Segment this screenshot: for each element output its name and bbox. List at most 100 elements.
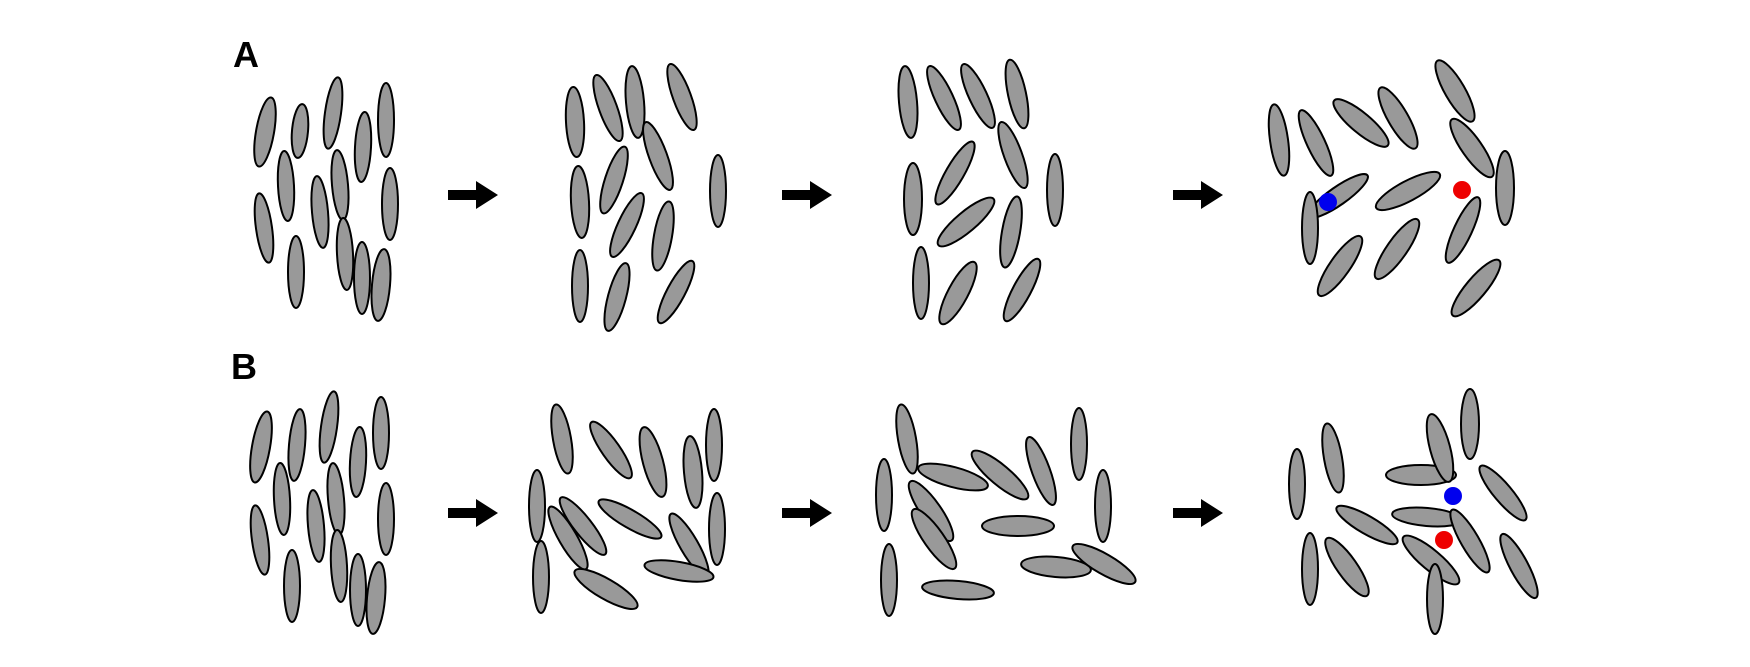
- cell-ellipse: [532, 540, 550, 614]
- cell-ellipse: [897, 65, 919, 139]
- cell-ellipse: [926, 65, 962, 131]
- cell-ellipse: [253, 192, 275, 264]
- cell-ellipse: [936, 196, 996, 248]
- cell-ellipse: [1046, 153, 1064, 227]
- panel-a-stage-1: [253, 76, 399, 322]
- cell-ellipse: [589, 420, 633, 480]
- cell-ellipse: [550, 403, 574, 475]
- cell-ellipse: [1335, 504, 1399, 546]
- cell-ellipse: [326, 462, 346, 536]
- cell-ellipse: [1332, 98, 1390, 148]
- cell-ellipse: [666, 62, 698, 132]
- panel-b-stage-4: [1288, 388, 1539, 635]
- cell-ellipse: [642, 121, 674, 191]
- cell-ellipse: [290, 103, 310, 159]
- panel-b-stage-2: [528, 403, 726, 614]
- cell-ellipse: [651, 200, 675, 272]
- cell-ellipse: [1377, 86, 1419, 150]
- cell-ellipse: [1321, 422, 1345, 494]
- cell-ellipse: [999, 195, 1023, 269]
- cell-ellipse: [1324, 536, 1370, 598]
- cell-ellipse: [603, 262, 631, 332]
- cell-ellipse: [643, 559, 715, 583]
- cell-ellipse: [348, 426, 368, 498]
- cell-ellipse: [335, 217, 355, 291]
- cell-ellipse: [1499, 532, 1539, 600]
- cell-ellipse: [372, 396, 390, 470]
- cell-ellipse: [709, 154, 727, 228]
- cell-ellipse: [624, 65, 646, 139]
- cell-ellipse: [276, 150, 296, 222]
- right-arrow-icon: [782, 181, 832, 209]
- cell-ellipse: [1374, 170, 1442, 212]
- cell-ellipse: [528, 469, 546, 543]
- panel-a-stage-3: [897, 58, 1064, 326]
- panel-b-stage-3: [875, 403, 1137, 617]
- cell-ellipse: [272, 462, 292, 536]
- cell-ellipse: [318, 390, 340, 464]
- cell-ellipse: [708, 492, 726, 566]
- cell-ellipse: [599, 145, 629, 215]
- cell-ellipse: [1267, 103, 1291, 177]
- right-arrow-icon: [448, 499, 498, 527]
- cell-ellipse: [609, 192, 645, 258]
- cell-ellipse: [310, 175, 330, 249]
- panel-b: [249, 388, 1539, 635]
- cell-ellipse: [381, 167, 399, 241]
- cell-ellipse: [875, 458, 893, 532]
- cell-diagram: [249, 58, 1539, 635]
- cell-ellipse: [921, 579, 995, 601]
- cell-ellipse: [1070, 407, 1088, 481]
- cell-ellipse: [938, 260, 978, 326]
- cell-ellipse: [682, 435, 704, 509]
- cell-ellipse: [656, 259, 696, 325]
- cell-ellipse: [287, 235, 305, 309]
- cell-ellipse: [895, 403, 919, 475]
- cell-ellipse: [960, 63, 996, 129]
- right-arrow-icon: [1173, 181, 1223, 209]
- cell-ellipse: [353, 111, 373, 183]
- panel-b-stage-1: [249, 390, 395, 635]
- cell-ellipse: [934, 140, 976, 206]
- right-arrow-icon: [782, 499, 832, 527]
- cell-ellipse: [564, 86, 586, 158]
- cell-ellipse: [1444, 196, 1482, 264]
- cell-ellipse: [349, 553, 367, 627]
- cell-ellipse: [1316, 234, 1364, 298]
- right-arrow-icon: [1173, 499, 1223, 527]
- cell-ellipse: [597, 498, 663, 540]
- red-marker-dot: [1435, 531, 1453, 549]
- panel-label-b: B: [231, 346, 257, 387]
- cell-ellipse: [970, 449, 1030, 501]
- cell-ellipse: [1495, 150, 1515, 226]
- cell-ellipse: [910, 507, 958, 571]
- cell-ellipse: [1449, 117, 1495, 179]
- blue-marker-dot: [1319, 193, 1337, 211]
- cell-ellipse: [1020, 555, 1092, 579]
- cell-ellipse: [1449, 508, 1491, 574]
- cell-ellipse: [981, 515, 1055, 537]
- cell-ellipse: [253, 96, 277, 168]
- cell-ellipse: [592, 73, 624, 143]
- cell-ellipse: [249, 410, 273, 484]
- cell-ellipse: [377, 482, 395, 556]
- cell-ellipse: [1401, 534, 1461, 586]
- cell-ellipse: [1004, 58, 1030, 130]
- cell-ellipse: [1450, 258, 1502, 318]
- blue-marker-dot: [1444, 487, 1462, 505]
- cell-ellipse: [1288, 448, 1306, 520]
- cell-ellipse: [1297, 109, 1335, 177]
- cell-ellipse: [330, 149, 350, 221]
- cell-ellipse: [1426, 563, 1444, 635]
- cell-ellipse: [903, 162, 923, 236]
- cell-ellipse: [1373, 217, 1421, 281]
- panel-a-stage-4: [1267, 59, 1515, 318]
- cell-ellipse: [322, 76, 344, 150]
- cell-ellipse: [705, 408, 723, 482]
- cell-ellipse: [1301, 191, 1319, 265]
- cell-ellipse: [569, 165, 591, 239]
- cell-ellipse: [365, 561, 387, 635]
- cell-ellipse: [1071, 543, 1137, 585]
- red-marker-dot: [1453, 181, 1471, 199]
- cell-ellipse: [880, 543, 898, 617]
